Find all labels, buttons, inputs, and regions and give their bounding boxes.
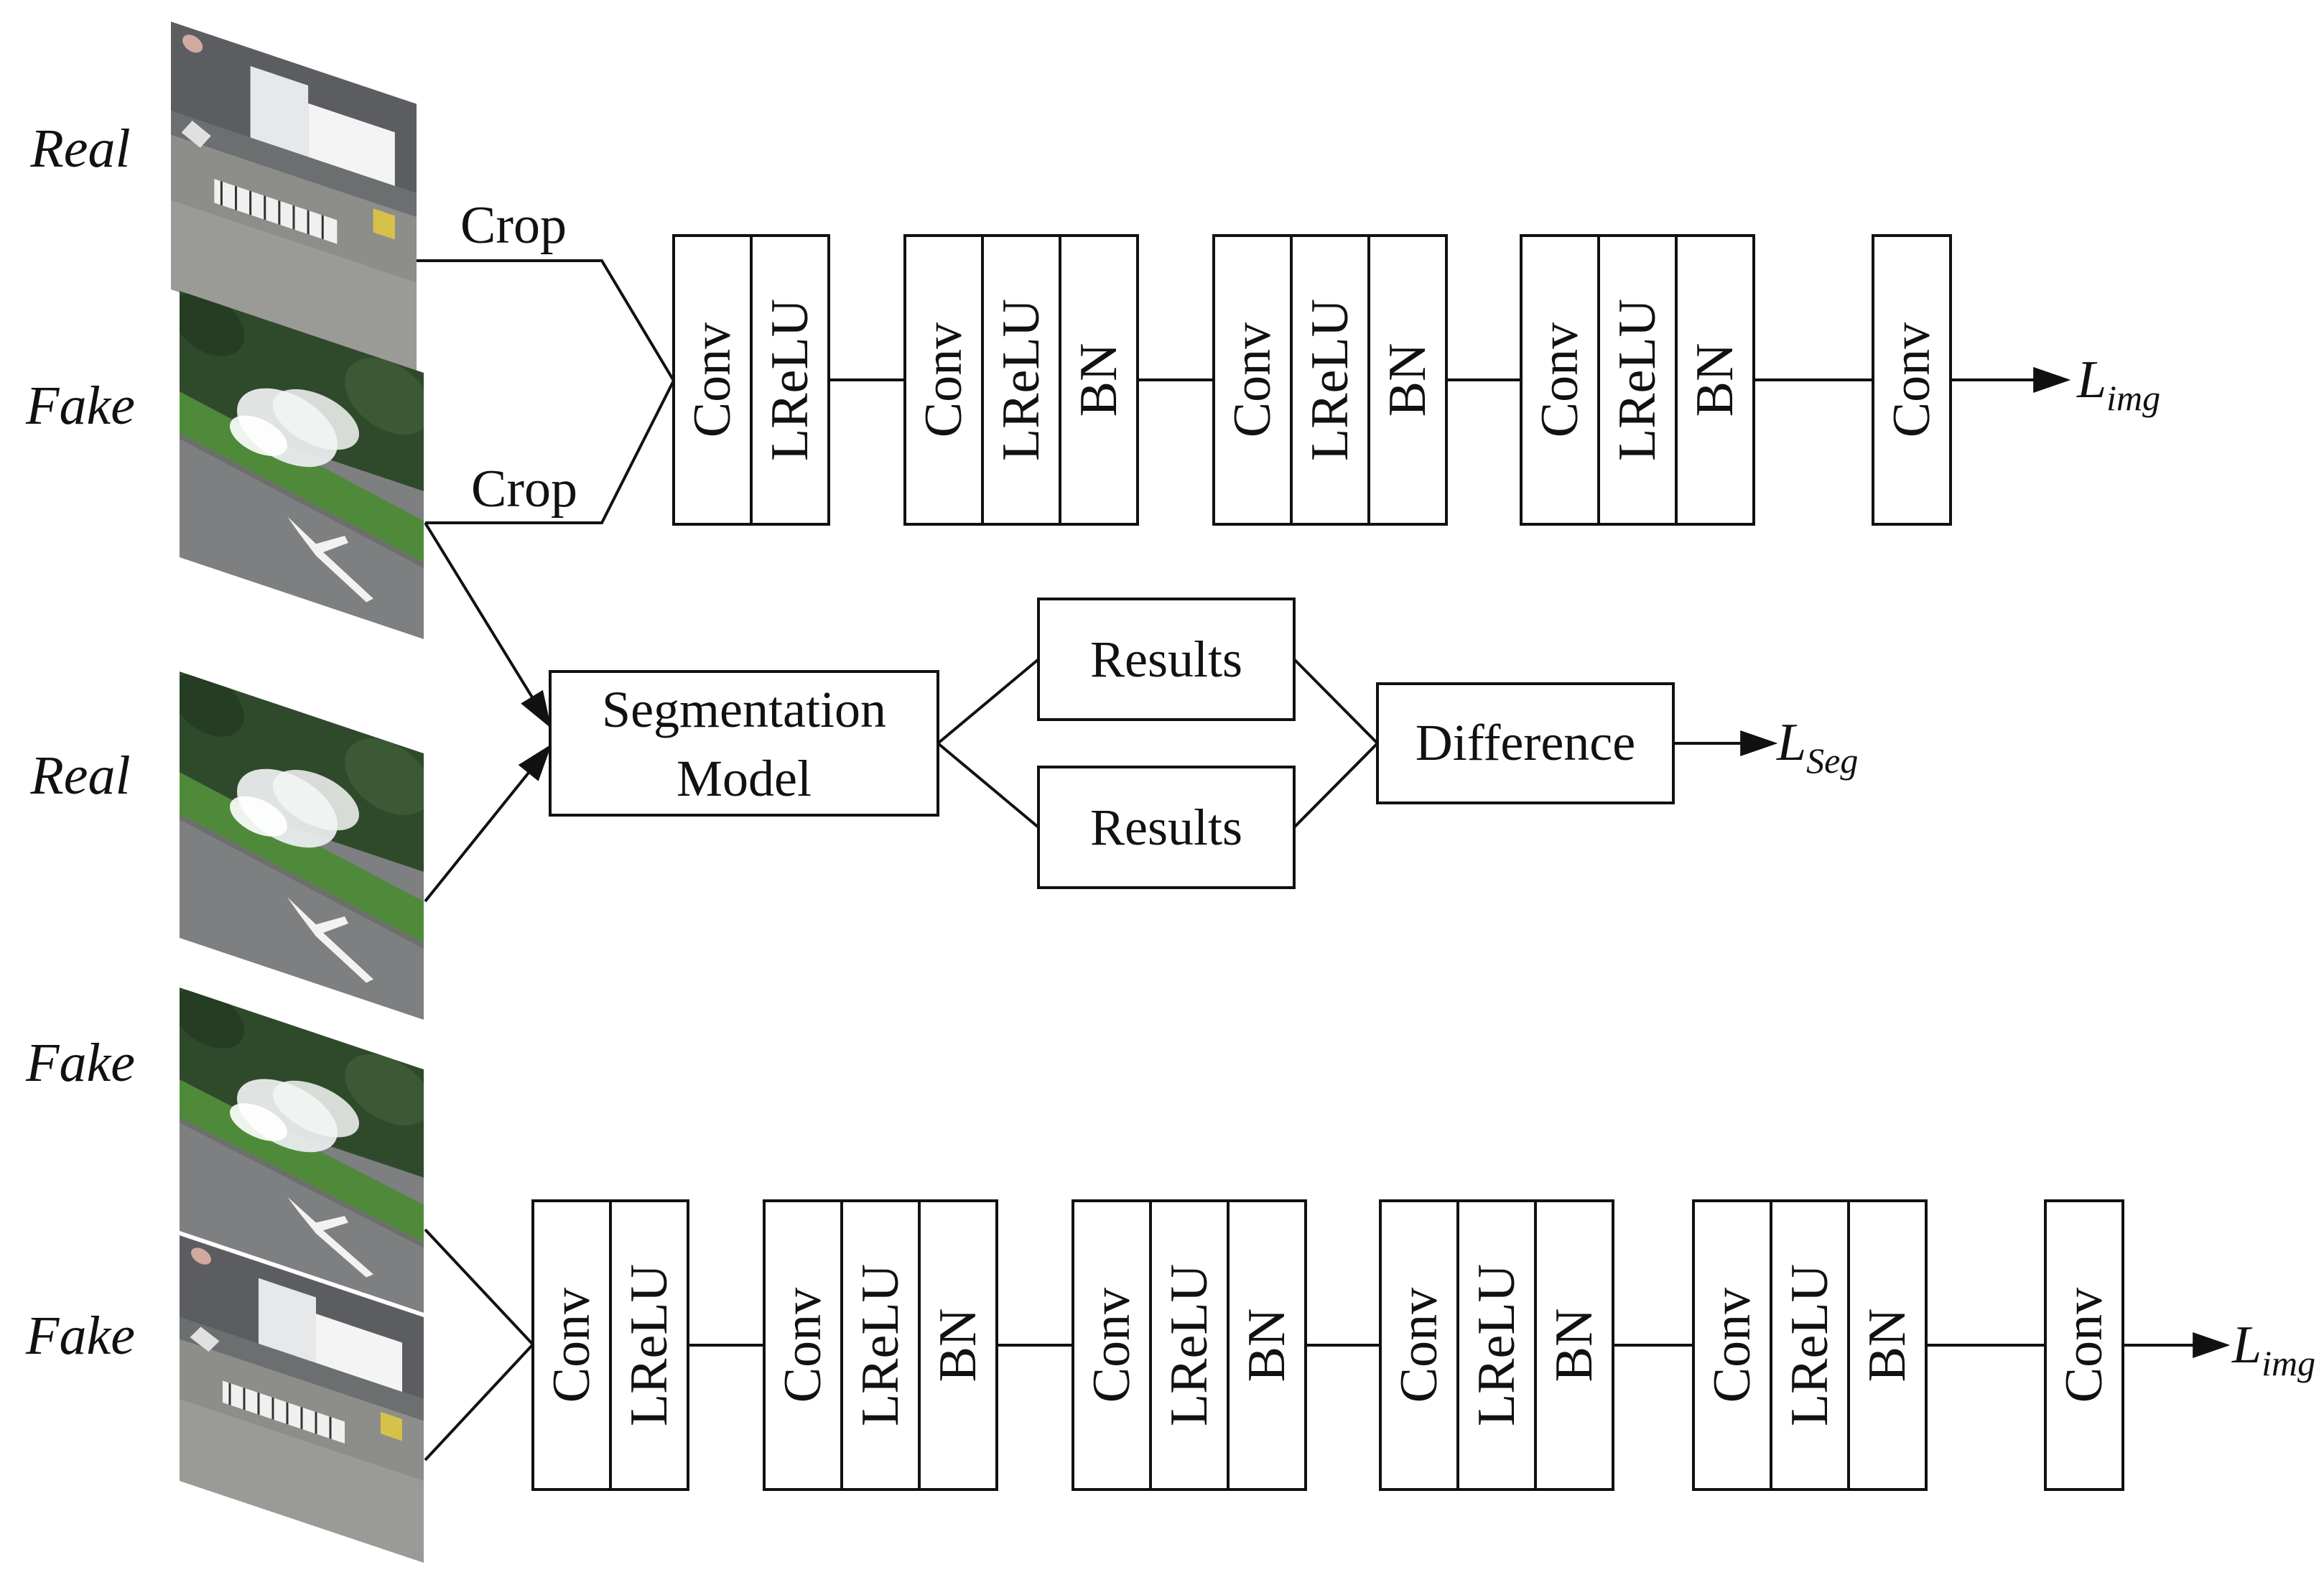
crop-connector-lower: [425, 380, 675, 524]
bottom_pipeline-cell-label: Conv: [1703, 1288, 1762, 1403]
bottom_pipeline-loss-main: L: [2231, 1316, 2262, 1375]
top-discriminator: Conv LReLU Conv LReLU BN Conv LReLU BN Conv LReLU…: [672, 234, 2160, 526]
top_pipeline-cell-label: Conv: [1882, 322, 1941, 437]
top_pipeline-block-4: Conv: [1872, 234, 1952, 526]
bottom_pipeline-block-2: Conv LReLU BN: [1072, 1199, 1307, 1491]
bottom_pipeline-cell: [1072, 1199, 1152, 1491]
top_pipeline-cell-label: BN: [1686, 343, 1744, 417]
bottom_pipeline-cell: [1379, 1199, 1459, 1491]
bottom_pipeline-cell: [1847, 1199, 1928, 1491]
seg-loss-main: L: [1776, 713, 1806, 772]
top_pipeline-cell-label: Conv: [1223, 322, 1282, 437]
results-to-difference-lower: [1293, 742, 1379, 829]
bottom_pipeline-cell: [1770, 1199, 1850, 1491]
bottom_pipeline-cell-label: LReLU: [1160, 1264, 1219, 1426]
bottom_pipeline-loss-sub: img: [2262, 1343, 2315, 1383]
seg-loss-sub: Seg: [1806, 740, 1858, 781]
top_pipeline-cell: [750, 234, 830, 526]
results-box-upper: Results: [1037, 598, 1296, 721]
top_pipeline-cell-label: Conv: [914, 322, 973, 437]
top_pipeline-block-1: Conv LReLU BN: [903, 234, 1139, 526]
bottom_pipeline-block-3: Conv LReLU BN: [1379, 1199, 1614, 1491]
bottom_pipeline-cell-label: LReLU: [851, 1264, 910, 1426]
bottom_pipeline-cell-label: BN: [929, 1309, 987, 1382]
bottom-discriminator: Conv LReLU Conv LReLU BN Conv LReLU BN Conv LReLU…: [531, 1199, 2315, 1491]
bottom-input-lower: [424, 1343, 534, 1462]
top_pipeline-cell: [1212, 234, 1293, 526]
bottom_pipeline-cell-label: LReLU: [620, 1264, 679, 1426]
top_pipeline-cell: [981, 234, 1061, 526]
bottom_pipeline-cell-label: BN: [1858, 1309, 1917, 1382]
bottom_pipeline-block-5: Conv: [2044, 1199, 2124, 1491]
top_pipeline-cell-label: BN: [1069, 343, 1128, 417]
bottom_pipeline-cell-label: LReLU: [1780, 1264, 1839, 1426]
top_pipeline-cell: [1367, 234, 1448, 526]
top_pipeline-block-2: Conv LReLU BN: [1212, 234, 1448, 526]
photo-label-mid-real: Real: [29, 745, 130, 806]
top_pipeline-loss-sub: img: [2106, 378, 2160, 418]
bottom_pipeline-cell-label: Conv: [542, 1288, 601, 1403]
bottom_pipeline-cell: [763, 1199, 843, 1491]
bottom_pipeline-cell-label: Conv: [1390, 1288, 1449, 1403]
crop-label-lower: Crop: [471, 460, 577, 519]
photo-label-bot-fake-2: Fake: [25, 1306, 135, 1366]
difference-label: Difference: [1416, 714, 1635, 771]
segmentation-model-line2: Model: [677, 750, 812, 807]
results-label-upper: Results: [1090, 631, 1242, 688]
bottom_pipeline-cell: [1534, 1199, 1614, 1491]
top_pipeline-cell: [903, 234, 984, 526]
photo-label-top-fake: Fake: [25, 376, 135, 436]
top_pipeline-cell-label: BN: [1378, 343, 1437, 417]
difference-box: Difference: [1376, 682, 1675, 804]
seg-to-results-lower: [936, 742, 1040, 829]
photo-label-bot-fake-1: Fake: [25, 1033, 135, 1093]
top_pipeline-cell-label: LReLU: [761, 299, 819, 461]
bottom_pipeline-block-1: Conv LReLU BN: [763, 1199, 998, 1491]
top_pipeline-cell: [1597, 234, 1678, 526]
bottom_pipeline-cell-label: LReLU: [1467, 1264, 1526, 1426]
seg-input-arrow-lower: [424, 743, 552, 903]
bottom_pipeline-cell-label: BN: [1237, 1309, 1296, 1382]
top_pipeline-cell-label: Conv: [683, 322, 742, 437]
seg-loss-label: LSeg: [1776, 713, 1858, 781]
bottom_pipeline-cell: [1149, 1199, 1230, 1491]
results-box-lower: Results: [1037, 766, 1296, 889]
bottom_pipeline-cell: [1456, 1199, 1537, 1491]
segmentation-model-box: Segmentation Model: [549, 670, 939, 817]
crop-connector-upper: [417, 259, 675, 382]
results-to-difference-upper: [1293, 658, 1379, 745]
top_pipeline-cell-label: LReLU: [992, 299, 1051, 461]
top_pipeline-loss-main: L: [2076, 350, 2106, 409]
bottom_pipeline-cell: [2044, 1199, 2124, 1491]
crop-label-upper: Crop: [460, 196, 567, 255]
bottom_pipeline-cell-label: BN: [1545, 1309, 1604, 1382]
top_pipeline-cell-label: Conv: [1530, 322, 1589, 437]
bottom_pipeline-cell: [1227, 1199, 1307, 1491]
bottom_pipeline-block-0: Conv LReLU: [531, 1199, 689, 1491]
top_pipeline-cell-label: LReLU: [1301, 299, 1359, 461]
top_pipeline-loss-label: Limg: [2076, 350, 2160, 418]
bottom_pipeline-loss-label: Limg: [2231, 1316, 2315, 1383]
top_pipeline-block-3: Conv LReLU BN: [1520, 234, 1755, 526]
bottom-input-upper: [424, 1228, 534, 1346]
seg-input-arrow-upper: [424, 521, 552, 729]
top_pipeline-cell: [1675, 234, 1755, 526]
bottom_pipeline-cell-label: Conv: [773, 1288, 832, 1403]
photo-mid-real: [180, 672, 424, 1021]
bottom_pipeline-cell-label: Conv: [2055, 1288, 2114, 1403]
results-label-lower: Results: [1090, 799, 1242, 856]
bottom_pipeline-cell-label: Conv: [1082, 1288, 1141, 1403]
bottom_pipeline-cell: [840, 1199, 921, 1491]
segmentation-model-line1: Segmentation: [602, 681, 886, 738]
top_pipeline-cell: [1520, 234, 1600, 526]
bottom_pipeline-block-4: Conv LReLU BN: [1692, 1199, 1928, 1491]
bottom_pipeline-cell: [531, 1199, 612, 1491]
top_pipeline-block-0: Conv LReLU: [672, 234, 830, 526]
seg-to-results-upper: [936, 658, 1040, 745]
top_pipeline-cell-label: LReLU: [1608, 299, 1667, 461]
photo-label-top-real: Real: [29, 118, 130, 179]
